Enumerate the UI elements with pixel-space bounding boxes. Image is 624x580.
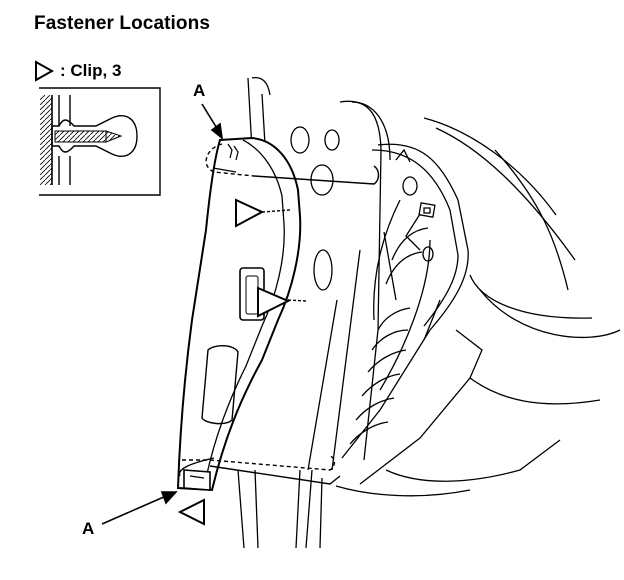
right-structure <box>335 117 621 497</box>
callout-a-top: A <box>193 81 206 100</box>
legend-label: : Clip, 3 <box>60 61 122 80</box>
legend: : Clip, 3 <box>34 57 121 85</box>
clip-triangle-upper <box>235 198 265 228</box>
callout-a-bottom: A <box>82 519 95 538</box>
clip-detail-inset <box>39 87 161 196</box>
trim-panel <box>176 136 302 492</box>
callout-arrows <box>101 103 224 525</box>
clip-triangle-lower <box>177 498 205 526</box>
clip-triangle-middle <box>257 286 291 318</box>
triangle-clip-icon <box>35 60 54 82</box>
page-title: Fastener Locations <box>34 13 211 34</box>
engagement-lines <box>178 143 380 485</box>
clip-markers <box>177 198 307 526</box>
